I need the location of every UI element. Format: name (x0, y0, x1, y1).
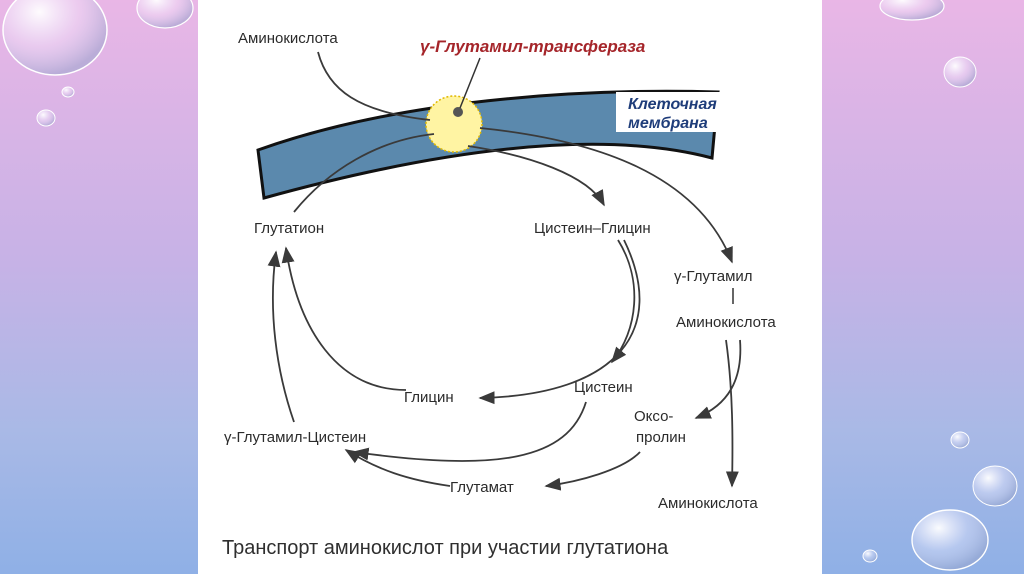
arrow-gammaglutamyl-to-aminoacid (725, 339, 739, 488)
glutathione-cycle-diagram: Аминокислота γ-Глутамил-трансфераза Клет… (222, 30, 776, 559)
label-amino-acid-top: Аминокислота (238, 30, 338, 47)
arrow-cysgly-to-glycine (478, 239, 641, 405)
membrane-label-box (616, 92, 740, 132)
arrow-enzyme-to-cysgly (467, 145, 605, 207)
label-glutathione: Глутатион (254, 220, 324, 237)
cell-membrane (256, 89, 720, 200)
enzyme-pointer (459, 57, 481, 109)
enzyme-label: γ-Глутамил-трансфераза (420, 37, 645, 56)
arrow-gammaglucys-to-glutathione (267, 250, 295, 423)
label-gamma-glutamyl: γ-Глутамил (674, 268, 753, 285)
enzyme-circle (425, 95, 483, 153)
enzyme-dot-icon (453, 107, 463, 117)
diagram-caption: Транспорт аминокислот при участии глутат… (222, 537, 669, 559)
label-glycine: Глицин (404, 389, 454, 406)
arrow-oxoproline-to-glutamate (544, 451, 641, 491)
label-glutamate: Глутамат (450, 479, 514, 496)
arrow-cysgly-to-cysteine (610, 239, 636, 364)
membrane-label-line1: Клеточная (628, 96, 717, 113)
label-amino-acid-mid: Аминокислота (676, 314, 776, 331)
arrow-aminoacid-to-enzyme (317, 51, 431, 121)
arrow-glutathione-to-enzyme (293, 133, 435, 213)
label-cys-gly: Цистеин–Глицин (534, 220, 651, 237)
label-gamma-glu-cys: γ-Глутамил-Цистеин (224, 429, 366, 446)
arrow-glycine-to-glutathione (281, 246, 407, 391)
label-cysteine: Цистеин (574, 379, 633, 396)
arrow-cysteine-to-gammaglucys (352, 401, 587, 462)
arrow-enzyme-to-gammaglutamyl (479, 127, 733, 264)
label-amino-acid-bottom: Аминокислота (658, 495, 758, 512)
label-oxoproline-1: Оксо- (634, 408, 673, 425)
membrane-label-line2: мембрана (628, 115, 708, 132)
arrow-gammaglutamyl-to-oxoproline (694, 339, 742, 419)
arrow-glutamate-to-gammaglucys (344, 449, 451, 487)
label-oxoproline-2: пролин (636, 429, 686, 446)
